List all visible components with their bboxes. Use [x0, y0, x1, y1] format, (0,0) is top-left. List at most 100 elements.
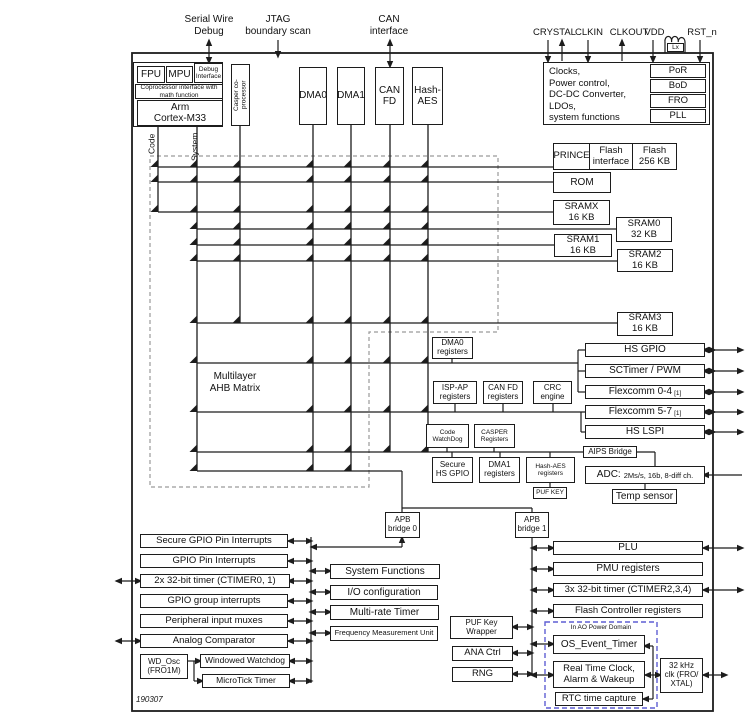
matrix-label-label: Multilayer AHB Matrix: [209, 370, 261, 394]
fro-box-label: FRO: [667, 94, 689, 106]
ctimer234-box-label: 3x 32-bit timer (CTIMER2,3,4): [564, 583, 692, 595]
sctimer-pwm-box-label: SCTimer / PWM: [609, 365, 681, 377]
rom-box: ROM: [553, 172, 611, 193]
sramx-box-label: SRAMX 16 KB: [564, 200, 599, 223]
clocks-box-label: Clocks, Power control, DC-DC Converter, …: [549, 66, 627, 124]
temp-sensor-box-label: Temp sensor: [615, 490, 674, 502]
prince-box-label: PRINCE: [553, 150, 590, 162]
pll-box: PLL: [650, 109, 706, 123]
can-fd-registers-box: CAN FD registers: [483, 381, 523, 404]
puf-key-box-label: PUF KEY: [536, 489, 564, 497]
label-crystal: CRYSTAL: [528, 27, 581, 38]
system-bus-label-label: System: [189, 132, 200, 162]
isp-ap-registers-box-label: ISP-AP registers: [439, 382, 471, 401]
code-watchdog-box: Code WatchDog: [426, 424, 469, 448]
gpio-pin-interrupts-box-label: GPIO Pin Interrupts: [172, 554, 256, 566]
flash-interface-box: Flash interface: [589, 143, 633, 170]
bod-box: BoD: [650, 79, 706, 93]
debug-interface-box-label: Debug Interface: [195, 65, 222, 80]
frequency-measurement-unit-box-label: Frequency Measurement Unit: [334, 628, 434, 638]
flexcomm-5-7-box-suffix: [1]: [674, 410, 682, 418]
mpu-box: MPU: [166, 66, 193, 83]
code-bus-label-label: Code: [146, 133, 157, 155]
adc-box-suffix: 2Ms/s, 16b, 8-diff ch.: [623, 470, 694, 480]
analog-comparator-box-label: Analog Comparator: [172, 634, 256, 646]
clk-32k-box: 32 kHz clk (FRO/ XTAL): [660, 658, 703, 693]
arm-cortex-m33-box-label: Arm Cortex-M33: [153, 101, 207, 124]
sramx-box: SRAMX 16 KB: [553, 200, 610, 225]
ao-power-domain-label-label: In AO Power Domain: [570, 623, 632, 631]
pmu-registers-box: PMU registers: [553, 562, 703, 576]
label-serial-wire-debug-label: Serial Wire Debug: [184, 14, 234, 37]
flexcomm-5-7-box: Flexcomm 5-7[1]: [585, 405, 705, 419]
secure-gpio-pin-interrupts-box-label: Secure GPIO Pin Interrupts: [156, 534, 272, 546]
rtc-time-capture-box: RTC time capture: [555, 692, 643, 706]
fpu-box-label: FPU: [141, 68, 161, 80]
matrix-label: Multilayer AHB Matrix: [199, 369, 271, 396]
flash-box: Flash 256 KB: [632, 143, 677, 170]
aips-bridge-box: AIPS Bridge: [583, 446, 637, 458]
multi-rate-timer-box: Multi-rate Timer: [330, 605, 439, 620]
sram1-box-label: SRAM1 16 KB: [566, 233, 600, 256]
flexcomm-0-4-box: Flexcomm 0-4[1]: [585, 385, 705, 399]
puf-key-wrapper-box: PUF Key Wrapper: [450, 616, 513, 639]
multi-rate-timer-box-label: Multi-rate Timer: [349, 606, 420, 618]
label-crystal-label: CRYSTAL: [533, 26, 576, 38]
hash-aes-registers-box: Hash-AES registers: [526, 457, 575, 483]
microtick-timer-box-label: MicroTick Timer: [216, 675, 276, 686]
rtc-box-label: Real Time Clock, Alarm & Wakeup: [563, 662, 635, 685]
peripheral-input-muxes-box-label: Peripheral input muxes: [165, 614, 263, 626]
hs-lspi-box: HS LSPI: [585, 425, 705, 439]
drawing-number: 190307: [136, 694, 176, 705]
puf-key-box: PUF KEY: [533, 487, 567, 499]
flash-interface-box-label: Flash interface: [592, 144, 630, 167]
secure-hs-gpio-box: Secure HS GPIO: [432, 457, 473, 483]
casper-coprocessor-box: Casper co-processor: [231, 64, 250, 126]
dma1-box: DMA1: [337, 67, 365, 125]
sram0-box-label: SRAM0 32 KB: [627, 217, 661, 240]
clk-32k-box-label: 32 kHz clk (FRO/ XTAL): [664, 661, 699, 688]
flexcomm-0-4-box-suffix: [1]: [674, 390, 682, 398]
dma1-registers-box: DMA1 registers: [479, 457, 520, 483]
io-configuration-box: I/O configuration: [330, 585, 438, 600]
label-clkin-label: CLKIN: [575, 26, 603, 38]
secure-hs-gpio-box-label: Secure HS GPIO: [435, 460, 470, 478]
por-box-label: PoR: [668, 64, 688, 76]
label-clkout: CLKOUT: [606, 27, 652, 38]
gpio-group-interrupts-box-label: GPIO group interrupts: [167, 594, 261, 606]
label-serial-wire-debug: Serial Wire Debug: [176, 13, 242, 39]
sram2-box: SRAM2 16 KB: [617, 249, 673, 272]
coprocessor-interface-box-label: Coprocessor interface with math function: [140, 84, 218, 99]
peripheral-input-muxes-box: Peripheral input muxes: [140, 614, 288, 628]
puf-key-wrapper-box-label: PUF Key Wrapper: [465, 617, 498, 636]
casper-coprocessor-box-label: Casper co-processor: [233, 79, 248, 111]
can-fd-box: CAN FD: [375, 67, 404, 125]
label-clkin: CLKIN: [573, 27, 605, 38]
hs-gpio-box: HS GPIO: [585, 343, 705, 357]
dma0-registers-box-label: DMA0 registers: [437, 338, 468, 356]
system-bus-label: System: [189, 130, 200, 164]
wd-osc-box-label: WD_Osc (FRO1M): [147, 656, 181, 675]
gpio-pin-interrupts-box: GPIO Pin Interrupts: [140, 554, 288, 568]
frequency-measurement-unit-box: Frequency Measurement Unit: [330, 626, 438, 641]
ana-ctrl-box: ANA Ctrl: [452, 646, 513, 661]
plu-box-label: PLU: [618, 542, 638, 554]
arm-cortex-m33-box: Arm Cortex-M33: [137, 100, 223, 126]
crc-engine-box: CRC engine: [533, 381, 572, 404]
secure-gpio-pin-interrupts-box: Secure GPIO Pin Interrupts: [140, 534, 288, 548]
flash-controller-registers-box: Flash Controller registers: [553, 604, 703, 618]
fpu-box: FPU: [137, 66, 165, 83]
mpu-box-label: MPU: [168, 68, 191, 80]
fro-box: FRO: [650, 94, 706, 108]
dma0-box: DMA0: [299, 67, 327, 125]
casper-registers-box: CASPER Registers: [474, 424, 515, 448]
por-box: PoR: [650, 64, 706, 78]
rtc-box: Real Time Clock, Alarm & Wakeup: [553, 661, 645, 688]
code-bus-label: Code: [146, 130, 157, 158]
io-configuration-box-label: I/O configuration: [347, 586, 421, 598]
flexcomm-0-4-box-label: Flexcomm 0-4: [608, 386, 673, 398]
aips-bridge-box-label: AIPS Bridge: [588, 446, 632, 456]
ctimer234-box: 3x 32-bit timer (CTIMER2,3,4): [553, 583, 703, 597]
